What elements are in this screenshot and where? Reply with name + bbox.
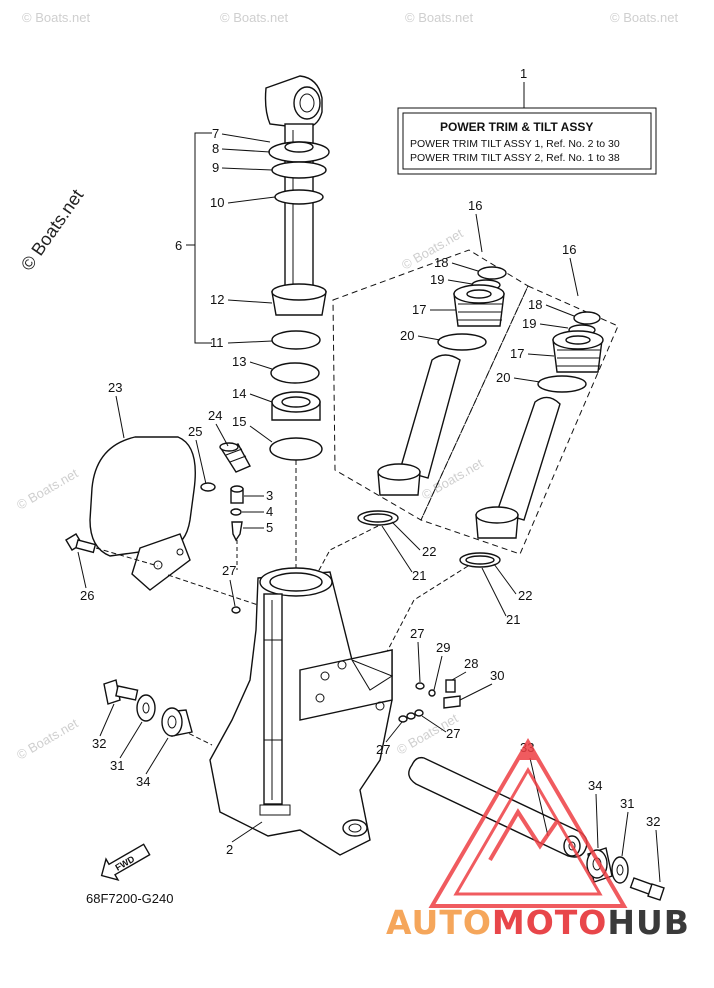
ref-label-25: 25 bbox=[188, 424, 202, 439]
ref-label-15: 15 bbox=[232, 414, 246, 429]
small-parts-27-30 bbox=[231, 606, 461, 723]
ref-label-28: 28 bbox=[464, 656, 478, 671]
diagram-code: 68F7200-G240 bbox=[86, 891, 173, 906]
assembly-box-title: POWER TRIM & TILT ASSY bbox=[440, 120, 593, 134]
ref-label-22-right: 22 bbox=[518, 588, 532, 603]
ref-label-27-d: 27 bbox=[376, 742, 390, 757]
ref-label-19-left: 19 bbox=[430, 272, 444, 287]
boats-watermark: © Boats.net bbox=[14, 715, 81, 762]
ref-label-8: 8 bbox=[212, 141, 219, 156]
brand-hub: HUB bbox=[607, 903, 690, 942]
motor-cover-23 bbox=[89, 436, 196, 591]
brand-logo-text: AUTOMOTOHUB bbox=[386, 903, 690, 942]
ref-label-11: 11 bbox=[210, 335, 224, 350]
ref-label-31-right: 31 bbox=[620, 796, 634, 811]
ref-label-29: 29 bbox=[436, 640, 450, 655]
ref-label-3: 3 bbox=[266, 488, 273, 503]
ref-label-27-a: 27 bbox=[222, 563, 236, 578]
assembly-box-line-1: POWER TRIM TILT ASSY 1, Ref. No. 2 to 30 bbox=[410, 138, 620, 150]
ref-label-7: 7 bbox=[212, 126, 219, 141]
ref-label-16-left: 16 bbox=[468, 198, 482, 213]
ref-label-19-right: 19 bbox=[522, 316, 536, 331]
boats-watermark: © Boats.net bbox=[399, 225, 466, 272]
cylinder-body-2 bbox=[167, 567, 394, 856]
tilt-rod-assembly bbox=[186, 75, 330, 575]
ref-label-4: 4 bbox=[266, 504, 273, 519]
ref-label-26: 26 bbox=[80, 588, 94, 603]
ref-label-34-right: 34 bbox=[588, 778, 602, 793]
bolt-26 bbox=[65, 533, 97, 554]
forward-arrow-icon: FWD bbox=[100, 843, 151, 882]
ref-label-18-right: 18 bbox=[528, 297, 542, 312]
ref-label-31-left: 31 bbox=[110, 758, 124, 773]
assembly-box-line-2: POWER TRIM TILT ASSY 2, Ref. No. 1 to 38 bbox=[410, 152, 620, 164]
ref-label-17-right: 17 bbox=[510, 346, 524, 361]
ref-label-6: 6 bbox=[175, 238, 182, 253]
boats-watermark: © Boats.net bbox=[220, 10, 289, 25]
ref-label-20-left: 20 bbox=[400, 328, 414, 343]
boats-watermark: © Boats.net bbox=[14, 465, 81, 512]
boats-watermark: © Boats.net bbox=[405, 10, 474, 25]
boats-watermark: © Boats.net bbox=[22, 10, 91, 25]
ref-label-2: 2 bbox=[226, 842, 233, 857]
boats-watermark: © Boats.net bbox=[610, 10, 679, 25]
ref-label-34-left: 34 bbox=[136, 774, 150, 789]
ref-label-17-left: 17 bbox=[412, 302, 426, 317]
ref-label-14: 14 bbox=[232, 386, 246, 401]
ref-label-16-right: 16 bbox=[562, 242, 576, 257]
ref-label-20-right: 20 bbox=[496, 370, 510, 385]
left-mount-hardware bbox=[103, 679, 193, 737]
ref-label-22-left: 22 bbox=[422, 544, 436, 559]
ref-label-9: 9 bbox=[212, 160, 219, 175]
ref-label-27-b: 27 bbox=[410, 626, 424, 641]
ref-label-18-left: 18 bbox=[434, 255, 448, 270]
small-valve-parts bbox=[200, 442, 251, 570]
ref-label-30: 30 bbox=[490, 668, 504, 683]
automotohub-logo: AUTOMOTOHUB bbox=[386, 738, 690, 942]
assembly-reference-box: 1 POWER TRIM & TILT ASSY POWER TRIM TILT… bbox=[397, 66, 657, 175]
ref-label-1: 1 bbox=[520, 66, 527, 81]
boats-watermark-large: © Boats.net bbox=[17, 186, 87, 275]
ref-label-13: 13 bbox=[232, 354, 246, 369]
ref-label-32-right: 32 bbox=[646, 814, 660, 829]
trim-cylinder-groups bbox=[332, 249, 619, 568]
ref-label-23: 23 bbox=[108, 380, 122, 395]
ref-label-5: 5 bbox=[266, 520, 273, 535]
ref-label-21-right: 21 bbox=[506, 612, 520, 627]
ref-label-24: 24 bbox=[208, 408, 222, 423]
ref-label-12: 12 bbox=[210, 292, 224, 307]
brand-moto: MOTO bbox=[492, 903, 607, 942]
ref-label-21-left: 21 bbox=[412, 568, 426, 583]
brand-auto: AUTO bbox=[386, 903, 492, 942]
logo-triangle-icon bbox=[428, 738, 628, 908]
ref-label-27-c: 27 bbox=[446, 726, 460, 741]
ref-label-32-left: 32 bbox=[92, 736, 106, 751]
ref-label-10: 10 bbox=[210, 195, 224, 210]
